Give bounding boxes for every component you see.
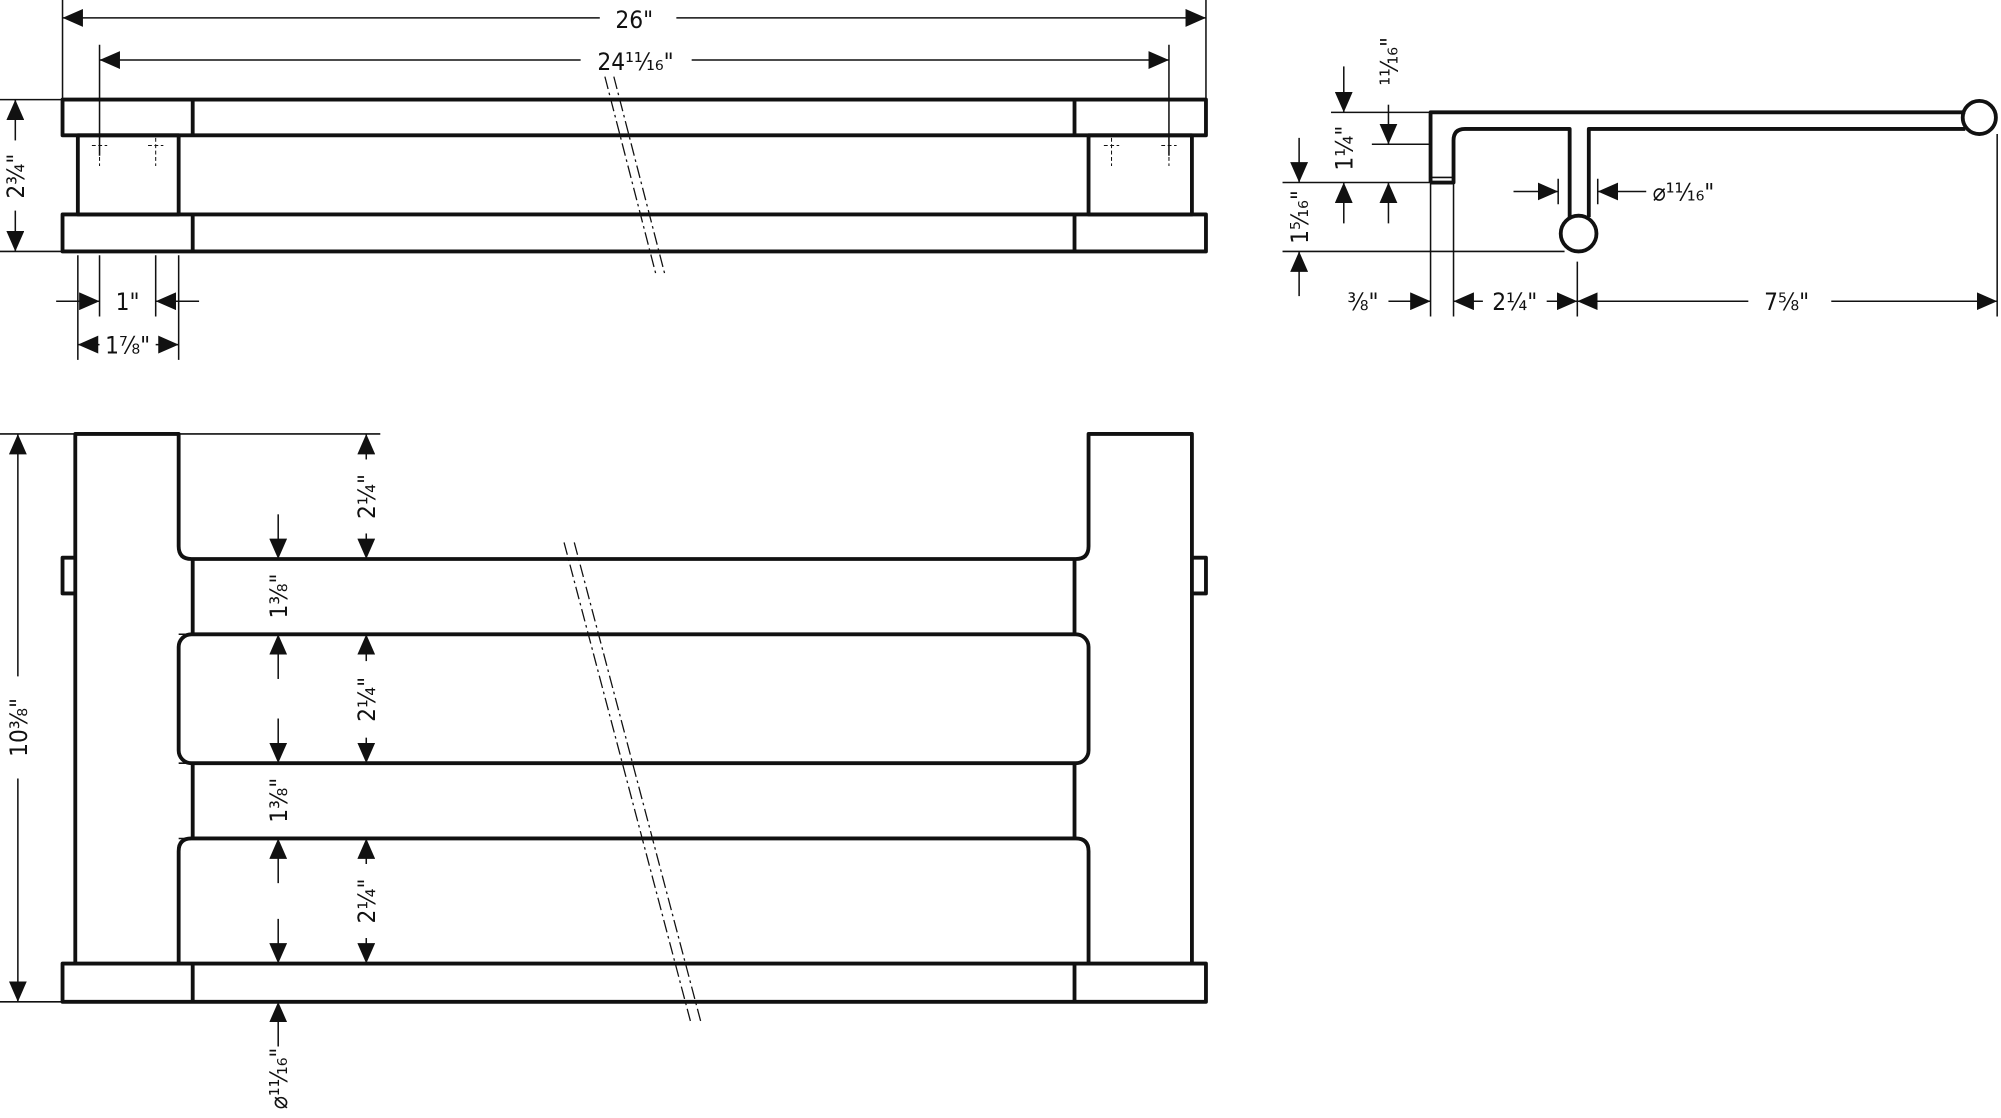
dim-upper-drop: 1¼" bbox=[1330, 126, 1359, 171]
dim-gap-3: 2¼" bbox=[352, 878, 381, 923]
dim-bracket-width: 1⅞" bbox=[105, 331, 150, 360]
dim-top-offset: ¹¹⁄₁₆" bbox=[1374, 37, 1403, 86]
dim-gap-1: 2¼" bbox=[352, 474, 381, 519]
side-view: ¹¹⁄₁₆" 1¼" 1⁵⁄₁₆" ⌀¹¹⁄₁₆" ⅜" 2¼" 7⅝" bbox=[1282, 37, 1998, 317]
dim-gap-2: 2¼" bbox=[352, 677, 381, 722]
dim-wall-thickness: ⅜" bbox=[1347, 287, 1378, 316]
dim-mount-spacing: 24¹¹⁄₁₆" bbox=[597, 47, 673, 76]
break-line bbox=[563, 542, 702, 1022]
dim-rod-distance: 2¼" bbox=[1492, 287, 1537, 316]
front-view-outline bbox=[60, 97, 1208, 254]
plan-view: 10⅜" 2¼" 2¼" 2¼" 1⅜" 1⅜" ⌀¹¹⁄₁₆" bbox=[0, 432, 1208, 1110]
dim-overall-width: 26" bbox=[615, 5, 653, 34]
dim-height: 2¾" bbox=[1, 154, 30, 199]
break-line bbox=[604, 76, 666, 275]
dim-bar-2: 1⅜" bbox=[264, 778, 293, 823]
dim-lower-drop: 1⁵⁄₁₆" bbox=[1285, 190, 1314, 244]
dim-overall-depth: 10⅜" bbox=[4, 698, 33, 757]
dim-bracket-hole: 1" bbox=[116, 287, 140, 316]
plan-view-outline bbox=[60, 432, 1208, 1004]
front-view: 26" 24¹¹⁄₁₆" 2¾" 1" 1⅞" bbox=[0, 0, 1208, 360]
dim-projection: 7⅝" bbox=[1764, 287, 1809, 316]
side-view-outline bbox=[1428, 98, 1998, 254]
dim-bar-1: 1⅜" bbox=[264, 573, 293, 618]
dim-rod-diameter: ⌀¹¹⁄₁₆" bbox=[1653, 177, 1715, 206]
dim-bar-diameter: ⌀¹¹⁄₁₆" bbox=[264, 1048, 293, 1110]
